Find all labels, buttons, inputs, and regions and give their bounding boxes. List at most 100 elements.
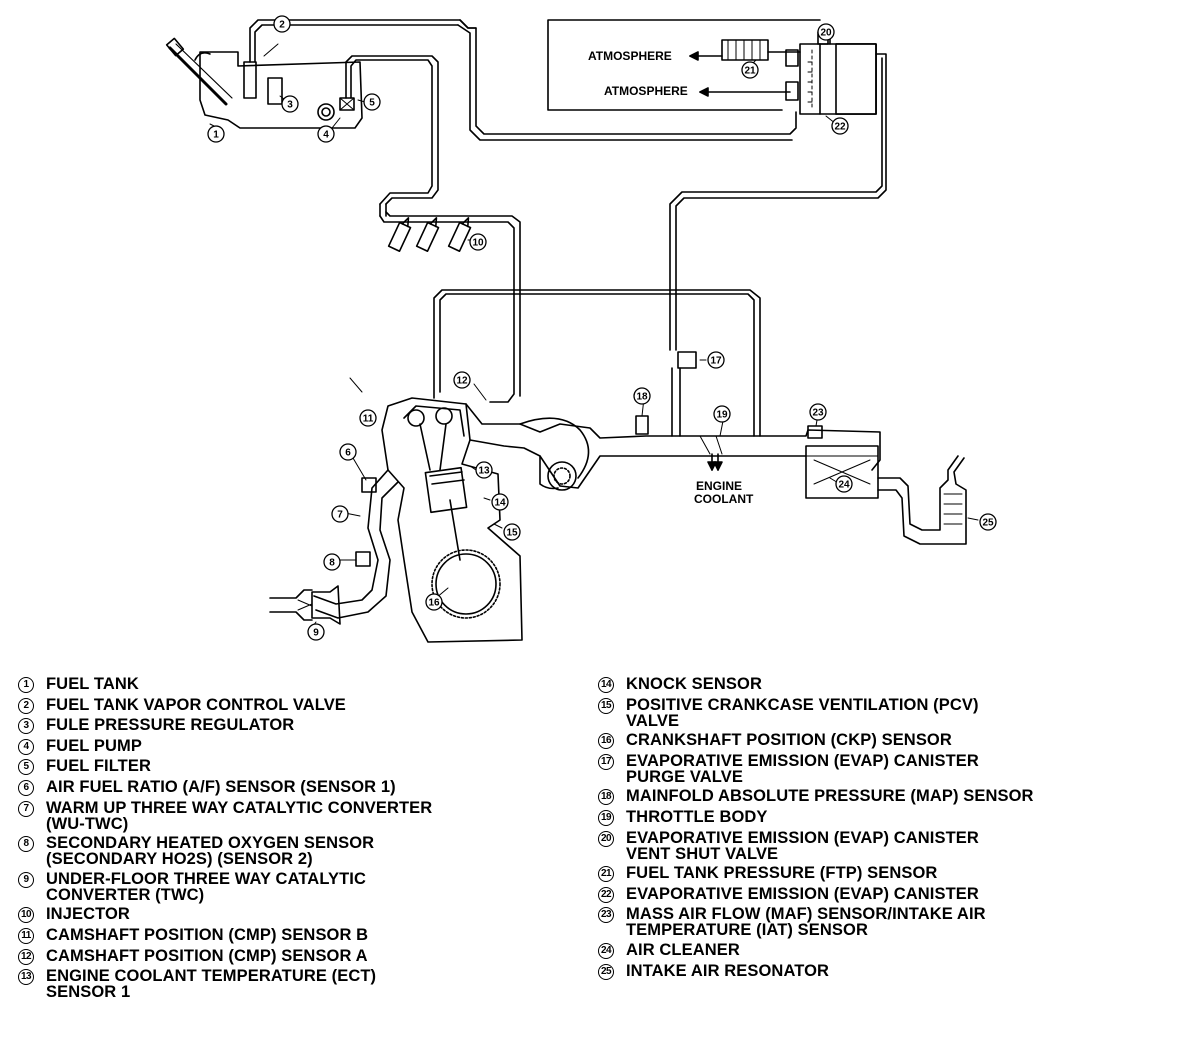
legend-text: POSITIVE CRANKCASE VENTILATION (PCV) VAL… (626, 695, 979, 730)
legend-item-25: 25 INTAKE AIR RESONATOR (598, 961, 1178, 980)
callout-number: 10 (472, 238, 484, 249)
legend-number: 24 (598, 942, 614, 959)
atmosphere-label-upper: ATMOSPHERE (588, 49, 672, 63)
callout-number: 15 (506, 528, 518, 539)
legend-number: 7 (18, 800, 34, 817)
callout-number: 11 (363, 414, 374, 425)
callout-19: 19 (713, 405, 731, 423)
fuel-rail-injectors (379, 211, 521, 403)
legend-text: FUEL FILTER (46, 757, 151, 776)
callout-number: 14 (494, 498, 506, 509)
legend-text: INTAKE AIR RESONATOR (626, 961, 830, 980)
callout-number: 3 (287, 100, 293, 111)
legend-number: 9 (18, 871, 34, 888)
callout-15: 15 (503, 523, 521, 541)
legend-text: WARM UP THREE WAY CATALYTIC CONVERTER (W… (46, 798, 433, 833)
callout-number: 7 (337, 510, 343, 521)
legend-text: AIR FUEL RATIO (A/F) SENSOR (SENSOR 1) (46, 777, 396, 796)
callout-circle (713, 405, 731, 423)
callout-circle (633, 387, 651, 405)
callout-circle (363, 93, 381, 111)
callout-markers: 1234567891011121314151617181920212223242… (207, 15, 997, 641)
callout-22: 22 (831, 117, 849, 135)
callout-number: 8 (329, 558, 335, 569)
legend-text: INJECTOR (46, 905, 130, 924)
callout-circle (809, 403, 827, 421)
engine-coolant-line-2: COOLANT (694, 492, 754, 506)
callout-17: 17 (707, 351, 725, 369)
callout-circle (491, 493, 509, 511)
legend-number: 4 (18, 738, 34, 755)
callout-number: 4 (323, 130, 329, 141)
callout-1: 1 (207, 125, 225, 143)
callout-5: 5 (363, 93, 381, 111)
legend-number: 17 (598, 753, 614, 770)
legend-number: 21 (598, 866, 614, 883)
callout-12: 12 (453, 371, 471, 389)
legend-text: THROTTLE BODY (626, 807, 768, 826)
legend-number: 3 (18, 718, 34, 735)
engine (269, 397, 523, 643)
callout-number: 13 (478, 466, 490, 477)
engine-system-diagram: ATMOSPHERE ATMOSPHERE ENGINE COOLANT 123… (165, 15, 997, 643)
callout-circle (317, 125, 335, 143)
fuel-tank-assembly (165, 19, 477, 217)
legend-text: EVAPORATIVE EMISSION (EVAP) CANISTER (626, 884, 979, 903)
callout-number: 16 (428, 598, 440, 609)
engine-coolant-label: ENGINE COOLANT (694, 479, 754, 506)
callout-circle (741, 61, 759, 79)
callout-10: 10 (469, 233, 487, 251)
callout-number: 21 (744, 66, 756, 77)
callout-circle (207, 125, 225, 143)
legend-text: MAINFOLD ABSOLUTE PRESSURE (MAP) SENSOR (626, 787, 1034, 806)
intake-system (465, 351, 967, 545)
legend-item-19: 19 THROTTLE BODY (598, 809, 1178, 826)
evap-canister (547, 19, 887, 351)
legend-number: 25 (598, 963, 614, 980)
legend-text: CAMSHAFT POSITION (CMP) SENSOR B (46, 925, 369, 944)
legend-item-15: 15 POSITIVE CRANKCASE VENTILATION (PCV) V… (598, 695, 1178, 730)
callout-23: 23 (809, 403, 827, 421)
callout-number: 1 (213, 130, 219, 141)
legend-number: 1 (18, 677, 34, 693)
callout-circle (331, 505, 349, 523)
callout-14: 14 (491, 493, 509, 511)
callout-circle (273, 15, 291, 33)
legend-number: 19 (598, 809, 614, 826)
callout-number: 5 (369, 98, 375, 109)
callout-18: 18 (633, 387, 651, 405)
atmosphere-arrows (689, 51, 709, 97)
legend-number: 14 (598, 677, 614, 693)
callout-circle (835, 475, 853, 493)
legend-text: AIR CLEANER (626, 940, 740, 959)
legend-text: ENGINE COOLANT TEMPERATURE (ECT) SENSOR … (46, 967, 377, 1002)
callout-number: 18 (636, 392, 648, 403)
callout-number: 25 (982, 518, 994, 529)
legend-number: 15 (598, 697, 614, 714)
callout-9: 9 (307, 623, 325, 641)
callout-circle (707, 351, 725, 369)
callout-circle (475, 461, 493, 479)
callout-16: 16 (425, 593, 443, 611)
callout-3: 3 (281, 95, 299, 113)
callout-number: 23 (812, 408, 824, 419)
legend-text: EVAPORATIVE EMISSION (EVAP) CANISTER PUR… (626, 751, 979, 786)
callout-number: 6 (345, 448, 351, 459)
